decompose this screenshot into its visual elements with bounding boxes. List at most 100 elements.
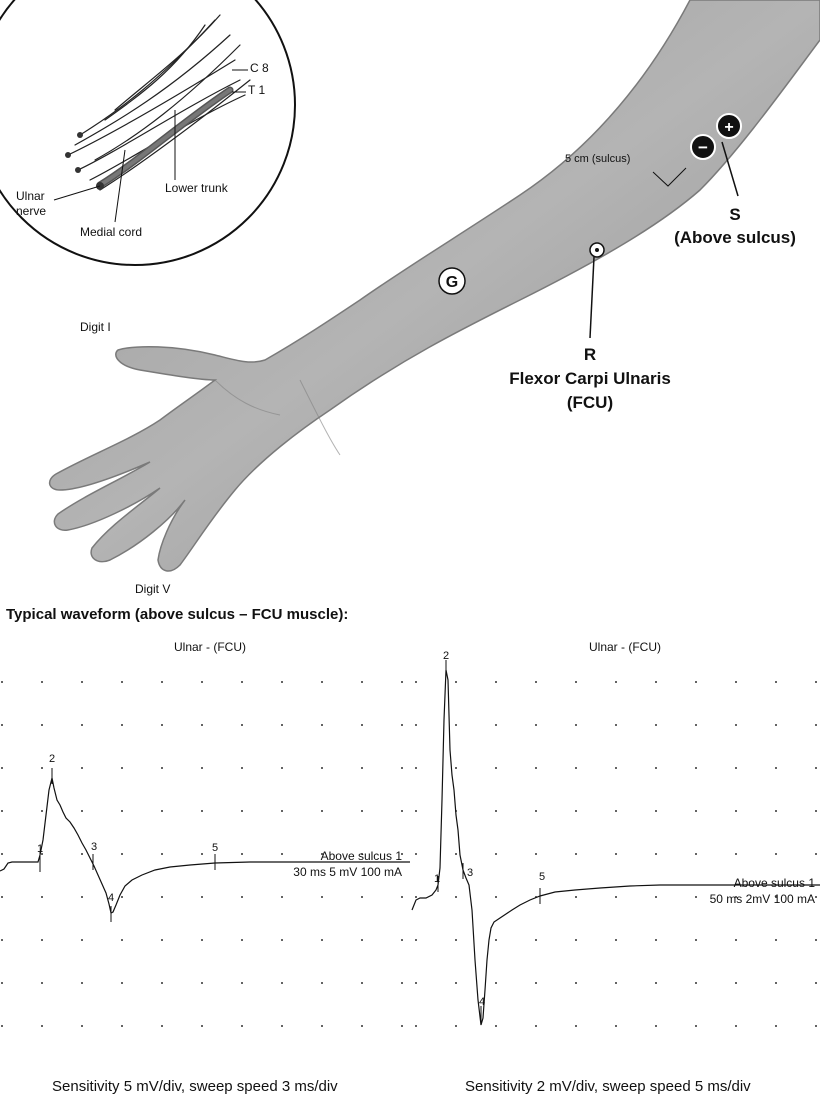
grid-dot: [1, 939, 3, 941]
grid-dot: [201, 1025, 203, 1027]
grid-dot: [495, 896, 497, 898]
grid-dot: [695, 767, 697, 769]
grid-dot: [695, 724, 697, 726]
grid-dot: [81, 810, 83, 812]
grid-dot: [161, 767, 163, 769]
ground-letter: G: [446, 274, 458, 291]
grid-dot: [735, 853, 737, 855]
grid-dot: [401, 767, 403, 769]
marker-1-right: 1: [434, 873, 440, 885]
grid-dot: [655, 1025, 657, 1027]
grid-dot: [121, 810, 123, 812]
grid-dot: [81, 724, 83, 726]
grid-dot: [655, 896, 657, 898]
grid-dot: [241, 681, 243, 683]
grid-dot: [1, 810, 3, 812]
grid-dot: [735, 681, 737, 683]
grid-dot: [361, 681, 363, 683]
grid-dot: [415, 982, 417, 984]
grid-dot: [815, 939, 817, 941]
grid-dot: [495, 939, 497, 941]
grid-dot: [575, 724, 577, 726]
grid-dot: [735, 767, 737, 769]
grid-dot: [241, 1025, 243, 1027]
grid-dot: [41, 681, 43, 683]
grid-dot: [455, 982, 457, 984]
grid-dot: [695, 810, 697, 812]
grid-dot: [81, 1025, 83, 1027]
marker-4-left: 4: [108, 892, 114, 904]
medial-cord-fiber: [96, 86, 234, 189]
grid-dot: [575, 681, 577, 683]
recording-electrode: [589, 242, 605, 339]
grid-dot: [775, 681, 777, 683]
grid-dot: [815, 896, 817, 898]
waveform-panel-left: Ulnar - (FCU) 1 2 3 4 5 Above sulcus 1 3…: [0, 640, 410, 1027]
grid-dot: [201, 939, 203, 941]
grid-dot: [495, 1025, 497, 1027]
grid-dot: [735, 896, 737, 898]
grid-dot: [401, 724, 403, 726]
grid-dot: [121, 724, 123, 726]
t1-label: T 1: [248, 83, 265, 97]
grid-dot: [575, 767, 577, 769]
grid-dot: [81, 767, 83, 769]
waveform-heading: Typical waveform (above sulcus – FCU mus…: [6, 606, 349, 623]
grid-dot: [615, 724, 617, 726]
grid-dot: [575, 1025, 577, 1027]
grid-dot: [415, 853, 417, 855]
grid-dot: [201, 896, 203, 898]
cathode-symbol: −: [698, 138, 708, 157]
grid-dot: [121, 982, 123, 984]
grid-dot: [161, 724, 163, 726]
marker-1-left: 1: [37, 843, 43, 855]
grid-dot: [281, 896, 283, 898]
grid-dot: [815, 767, 817, 769]
grid-dot: [735, 939, 737, 941]
waveform-trace-right: [411, 669, 820, 1026]
grid-dot: [281, 939, 283, 941]
marker-2-left: 2: [49, 753, 55, 765]
digit-v-label: Digit V: [135, 582, 170, 596]
grid-dot: [361, 767, 363, 769]
grid-dot: [535, 810, 537, 812]
grid-dot: [415, 1025, 417, 1027]
grid-dot: [1, 767, 3, 769]
grid-dot: [1, 724, 3, 726]
grid-dot: [121, 681, 123, 683]
grid-dot: [695, 982, 697, 984]
grid-dot: [161, 982, 163, 984]
grid-dot: [415, 939, 417, 941]
grid-dot: [615, 810, 617, 812]
grid-dot: [401, 939, 403, 941]
waveform-trace-left: [0, 777, 410, 914]
grid-dot: [41, 896, 43, 898]
grid-dot: [321, 853, 323, 855]
grid-dot: [81, 681, 83, 683]
grid-dot: [775, 896, 777, 898]
grid-dot: [81, 939, 83, 941]
grid-dot: [535, 982, 537, 984]
grid-dot: [615, 939, 617, 941]
grid-dot: [815, 853, 817, 855]
grid-dot: [735, 724, 737, 726]
grid-dot: [281, 982, 283, 984]
grid-dot: [361, 896, 363, 898]
grid-dot: [455, 724, 457, 726]
distance-label: 5 cm (sulcus): [565, 153, 630, 165]
grid-dot: [201, 982, 203, 984]
grid-dot: [361, 810, 363, 812]
grid-dot: [695, 939, 697, 941]
recording-muscle: Flexor Carpi Ulnaris: [509, 369, 671, 388]
grid-dot: [161, 810, 163, 812]
grid-dot: [41, 982, 43, 984]
grid-dot: [241, 853, 243, 855]
grid-dot: [655, 982, 657, 984]
grid-dot: [401, 896, 403, 898]
grid-dot: [1, 681, 3, 683]
grid-dot: [415, 896, 417, 898]
marker-3-left: 3: [91, 841, 97, 853]
brachial-plexus-inset: C 8 T 1 Ulnar nerve Lower trunk Medial c…: [0, 0, 296, 266]
marker-ticks-right: [437, 660, 541, 1022]
grid-dot: [41, 1025, 43, 1027]
